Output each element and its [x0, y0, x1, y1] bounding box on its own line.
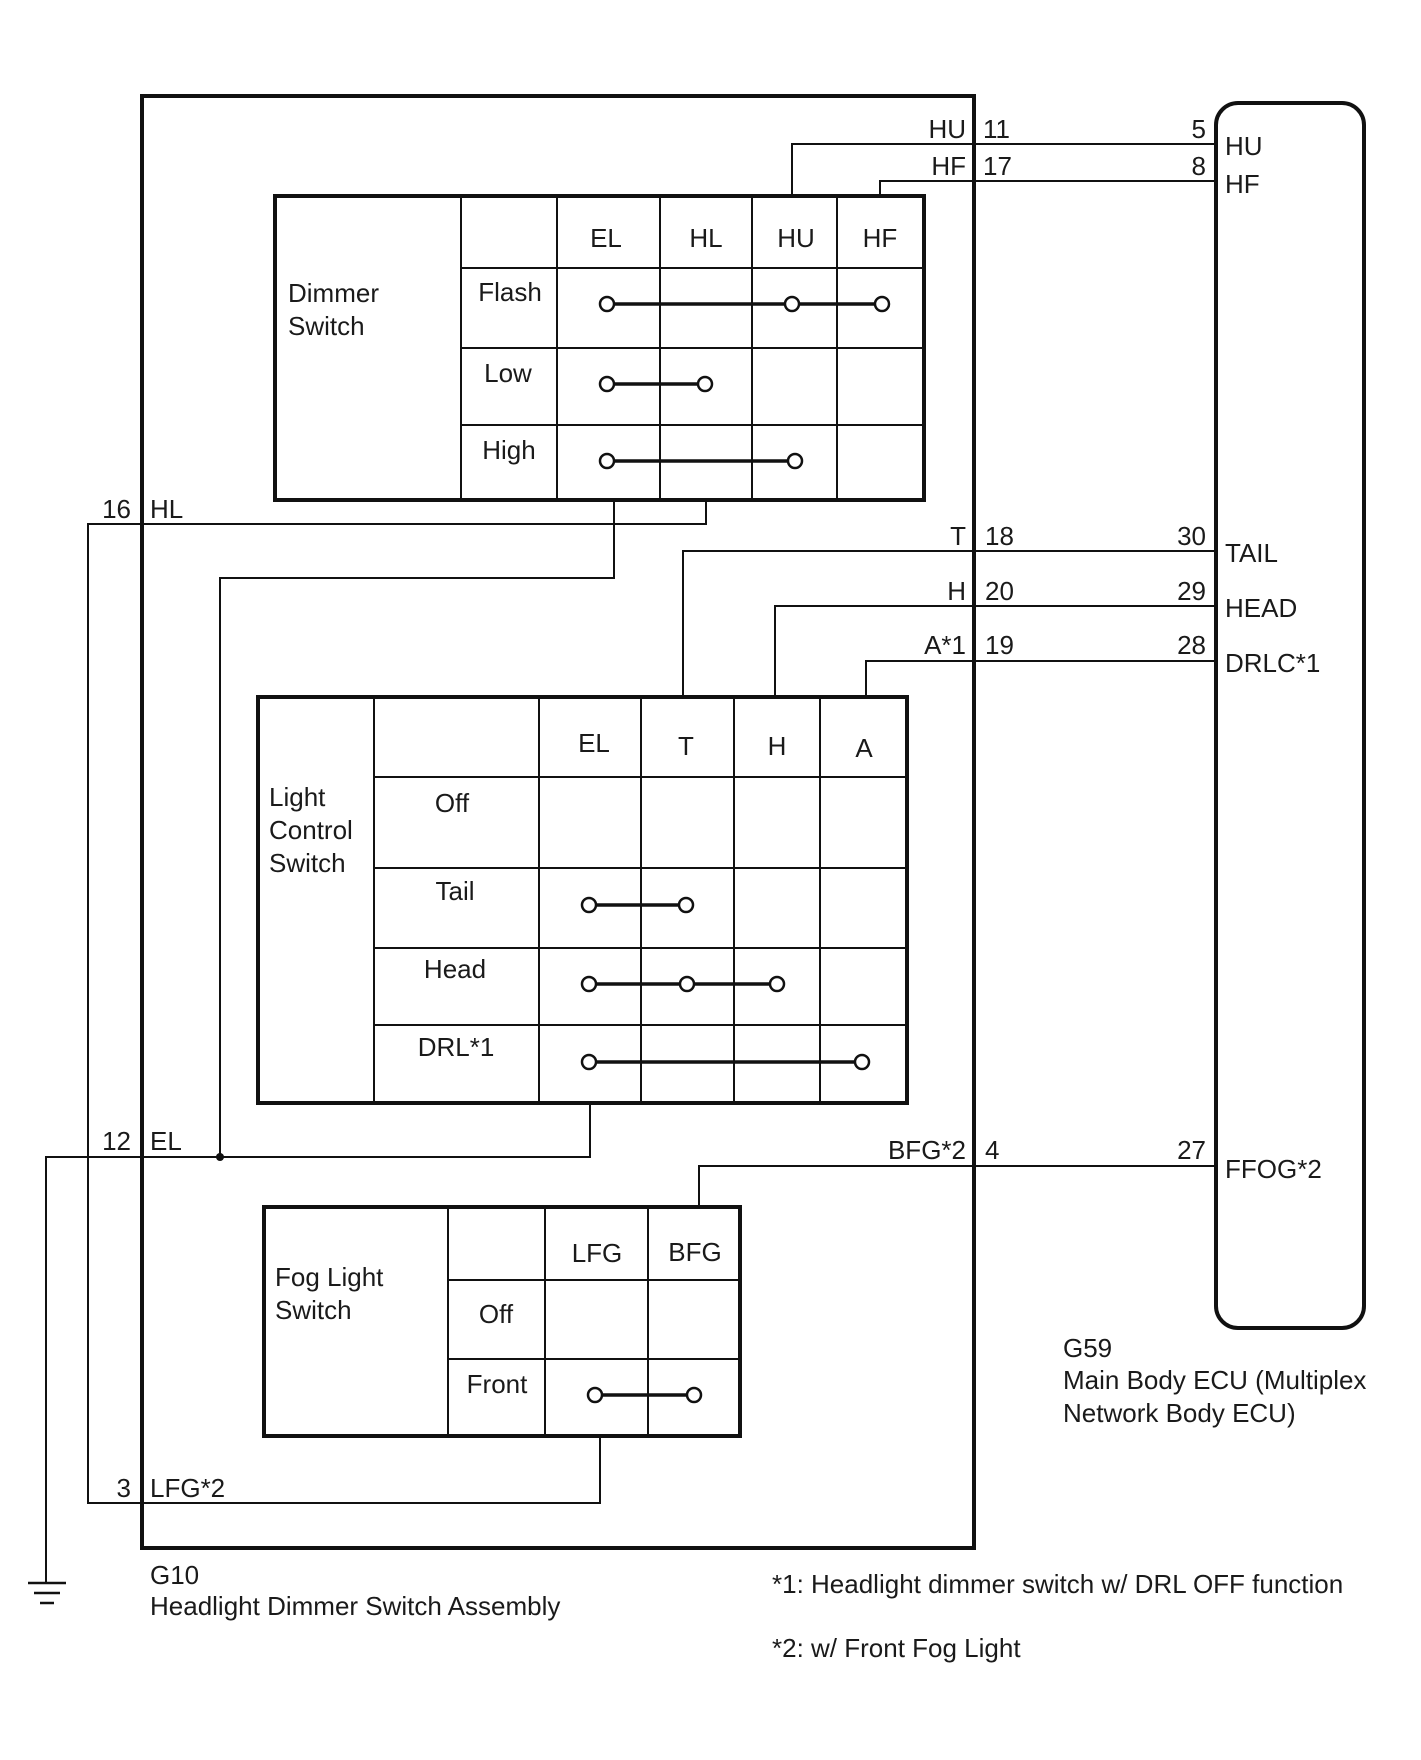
pin-name-el: EL: [150, 1126, 182, 1156]
ecu-name-line1: Main Body ECU (Multiplex: [1063, 1365, 1366, 1395]
light-row-drl: DRL*1: [418, 1032, 495, 1062]
pin-name-hl: HL: [150, 494, 183, 524]
assembly-left-pins: 16 HL 12 EL 3 LFG*2: [102, 494, 225, 1503]
footnote-1: *1: Headlight dimmer switch w/ DRL OFF f…: [772, 1569, 1343, 1599]
ecu-pin-number-27: 27: [1177, 1135, 1206, 1165]
light-title-line3: Switch: [269, 848, 346, 878]
fog-row-off: Off: [479, 1299, 514, 1329]
light-row-head: Head: [424, 954, 486, 984]
assembly-code: G10: [150, 1560, 199, 1590]
pin-number-16: 16: [102, 494, 131, 524]
pin-name-lfg: LFG*2: [150, 1473, 225, 1503]
fog-light-switch-table: Fog Light Switch LFG BFG Off Front: [262, 1205, 742, 1438]
pin-number-3: 3: [117, 1473, 131, 1503]
pin-number-20: 20: [985, 576, 1014, 606]
ecu-code: G59: [1063, 1333, 1112, 1363]
light-title-line1: Light: [269, 782, 326, 812]
ecu-pin-name-tail: TAIL: [1225, 538, 1278, 568]
light-col-a: A: [855, 733, 873, 763]
pin-name-a: A*1: [924, 630, 966, 660]
fog-row-front: Front: [467, 1369, 528, 1399]
pin-number-12: 12: [102, 1126, 131, 1156]
pin-name-hu: HU: [928, 114, 966, 144]
pin-name-h: H: [947, 576, 966, 606]
dimmer-switch-table: Dimmer Switch EL HL HU HF Flash Low High: [273, 194, 926, 502]
fog-title-line1: Fog Light: [275, 1262, 384, 1292]
ecu-pin-name-head: HEAD: [1225, 593, 1297, 623]
pin-name-hf: HF: [931, 151, 966, 181]
dimmer-row-high: High: [482, 435, 535, 465]
ecu-pin-number-29: 29: [1177, 576, 1206, 606]
ecu-pin-number-8: 8: [1192, 151, 1206, 181]
fog-col-lfg: LFG: [572, 1238, 623, 1268]
pin-number-19: 19: [985, 630, 1014, 660]
ecu-pin-name-drlc: DRLC*1: [1225, 648, 1320, 678]
light-row-off: Off: [435, 788, 470, 818]
ecu-outline: [1214, 101, 1366, 1330]
footnote-2: *2: w/ Front Fog Light: [772, 1633, 1021, 1663]
ecu-pins: 5 HU 8 HF 30 TAIL 29 HEAD 28 DRLC*1 27 F…: [1177, 114, 1322, 1184]
pin-number-18: 18: [985, 521, 1014, 551]
dimmer-col-hu: HU: [777, 223, 815, 253]
ecu-name-line2: Network Body ECU): [1063, 1398, 1296, 1428]
pin-number-11: 11: [983, 114, 1010, 144]
ecu-pin-name-ffog: FFOG*2: [1225, 1154, 1322, 1184]
fog-col-bfg: BFG: [668, 1237, 721, 1267]
assembly-name: Headlight Dimmer Switch Assembly: [150, 1591, 560, 1621]
dimmer-title-line1: Dimmer: [288, 278, 379, 308]
dimmer-row-low: Low: [484, 358, 532, 388]
ecu-pin-name-hf: HF: [1225, 169, 1260, 199]
assembly-right-pins: HU 11 HF 17 T 18 H 20 A*1 19 BFG*2 4: [888, 114, 1014, 1165]
wires: [28, 143, 1216, 1605]
ecu-pin-name-hu: HU: [1225, 131, 1263, 161]
light-col-el: EL: [578, 728, 610, 758]
light-title-line2: Control: [269, 815, 353, 845]
dimmer-col-el: EL: [590, 223, 622, 253]
pin-number-17: 17: [983, 151, 1012, 181]
pin-name-t: T: [950, 521, 966, 551]
dimmer-title-line2: Switch: [288, 311, 365, 341]
assembly-outline: [140, 94, 976, 1550]
fog-title-line2: Switch: [275, 1295, 352, 1325]
dimmer-col-hl: HL: [689, 223, 722, 253]
dimmer-col-hf: HF: [863, 223, 898, 253]
dimmer-row-flash: Flash: [478, 277, 542, 307]
ecu-pin-number-5: 5: [1192, 114, 1206, 144]
pin-name-bfg: BFG*2: [888, 1135, 966, 1165]
ecu-pin-number-30: 30: [1177, 521, 1206, 551]
light-control-switch-table: Light Control Switch EL T H A Off Tail H…: [256, 695, 909, 1105]
light-col-t: T: [678, 731, 694, 761]
pin-number-4: 4: [985, 1135, 999, 1165]
light-row-tail: Tail: [435, 876, 474, 906]
ecu-pin-number-28: 28: [1177, 630, 1206, 660]
light-col-h: H: [768, 731, 787, 761]
